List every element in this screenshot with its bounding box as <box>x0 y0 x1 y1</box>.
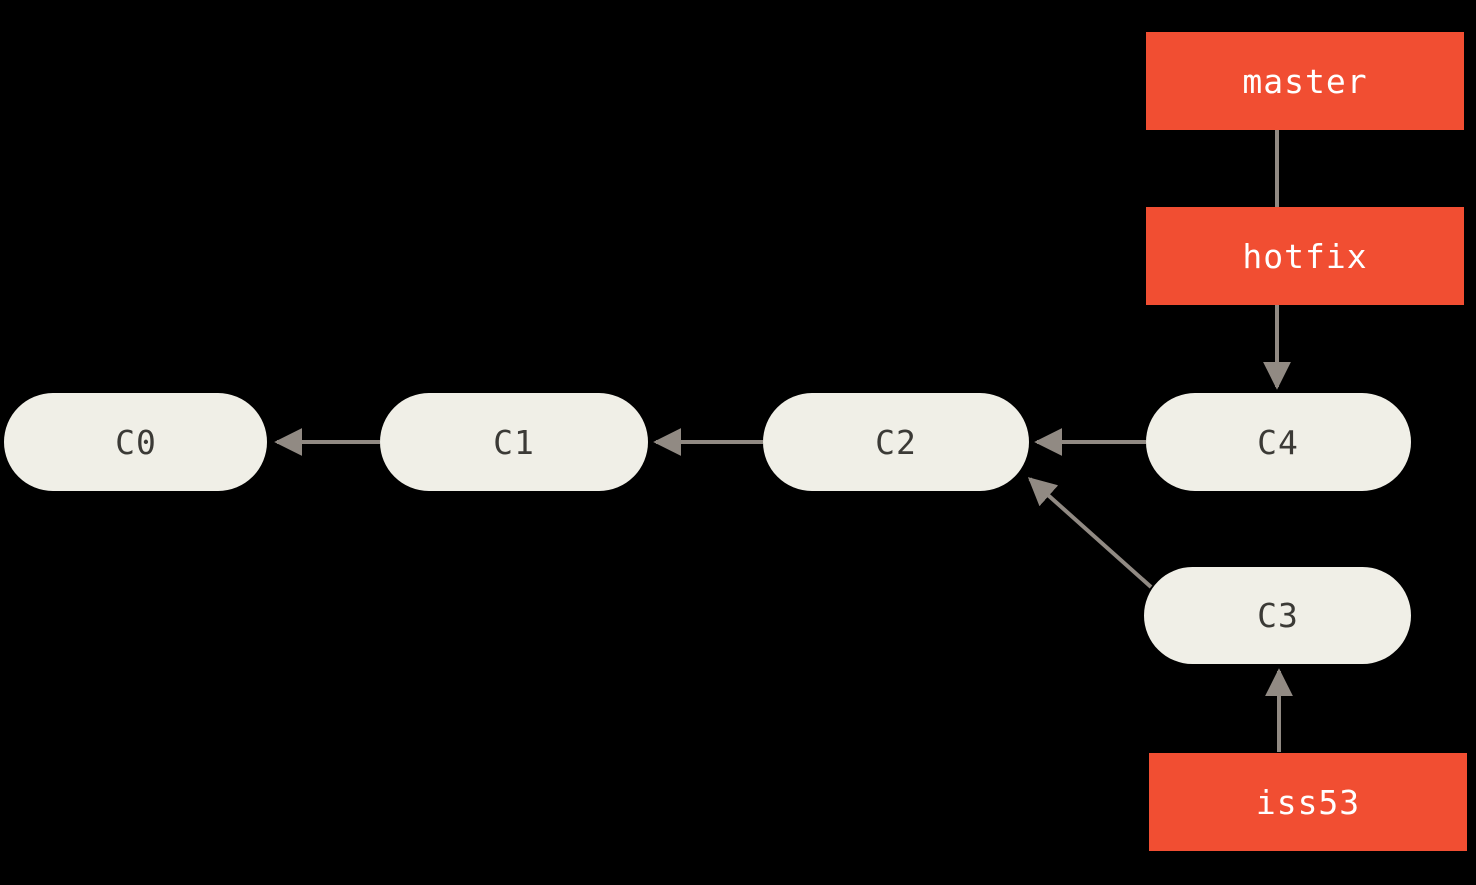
branch-box-hotfix <box>1146 207 1464 305</box>
commit-node-c3 <box>1144 567 1411 664</box>
branch-iss53: iss53 <box>1149 753 1467 851</box>
commit-label-c2: C2 <box>875 423 917 462</box>
branch-hotfix: hotfix <box>1146 207 1464 305</box>
commit-label-c4: C4 <box>1257 423 1299 462</box>
commit-label-c0: C0 <box>115 423 157 462</box>
commit-c0: C0 <box>4 393 267 491</box>
commit-node-c0 <box>4 393 267 491</box>
commit-node-c1 <box>380 393 648 491</box>
branch-box-iss53 <box>1149 753 1467 851</box>
branch-box-master <box>1146 32 1464 130</box>
branch-label-hotfix: hotfix <box>1242 237 1367 276</box>
commit-label-c3: C3 <box>1257 596 1299 635</box>
commit-node-c4 <box>1146 393 1411 491</box>
branch-label-iss53: iss53 <box>1256 783 1360 822</box>
branch-master: master <box>1146 32 1464 130</box>
commit-c3: C3 <box>1144 567 1411 664</box>
commit-c2: C2 <box>763 393 1029 491</box>
branch-label-master: master <box>1242 62 1367 101</box>
commit-node-c2 <box>763 393 1029 491</box>
commit-c4: C4 <box>1146 393 1411 491</box>
commit-c1: C1 <box>380 393 648 491</box>
edge-c3-c2 <box>1027 477 1153 589</box>
commit-label-c1: C1 <box>493 423 535 462</box>
